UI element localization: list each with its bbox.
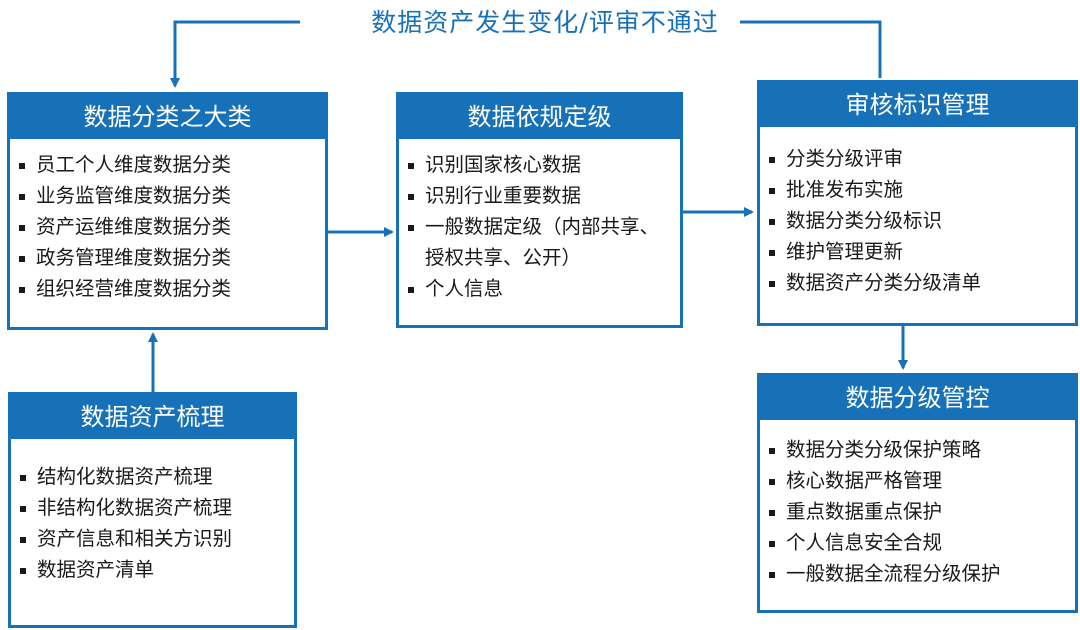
control-list: 数据分类分级保护策略 核心数据严格管理 重点数据重点保护 个人信息安全合规 一般… [760, 420, 1075, 589]
grading-box: 数据依规定级 识别国家核心数据 识别行业重要数据 一般数据定级（内部共享、授权共… [396, 92, 683, 328]
list-item: 资产运维维度数据分类 [16, 211, 325, 242]
list-item: 核心数据严格管理 [766, 465, 1075, 496]
list-item: 识别行业重要数据 [405, 180, 680, 211]
inventory-box-title: 数据资产梳理 [11, 395, 294, 439]
list-item: 员工个人维度数据分类 [16, 149, 325, 180]
review-box-title: 审核标识管理 [760, 83, 1075, 127]
list-item: 业务监管维度数据分类 [16, 180, 325, 211]
list-item: 数据资产清单 [17, 554, 294, 585]
list-item: 一般数据定级（内部共享、授权共享、公开） [405, 211, 665, 273]
list-item: 维护管理更新 [766, 236, 1075, 267]
classify-list: 员工个人维度数据分类 业务监管维度数据分类 资产运维维度数据分类 政务管理维度数… [10, 139, 325, 304]
review-list: 分类分级评审 批准发布实施 数据分类分级标识 维护管理更新 数据资产分类分级清单 [760, 127, 1075, 298]
classify-box-title: 数据分类之大类 [10, 95, 325, 139]
inventory-list: 结构化数据资产梳理 非结构化数据资产梳理 资产信息和相关方识别 数据资产清单 [11, 439, 294, 585]
grading-list: 识别国家核心数据 识别行业重要数据 一般数据定级（内部共享、授权共享、公开） 个… [399, 139, 680, 304]
feedback-arrow-left [170, 20, 300, 88]
list-item: 政务管理维度数据分类 [16, 242, 325, 273]
inventory-box: 数据资产梳理 结构化数据资产梳理 非结构化数据资产梳理 资产信息和相关方识别 数… [8, 392, 297, 628]
list-item: 资产信息和相关方识别 [17, 523, 294, 554]
list-item: 个人信息 [405, 273, 680, 304]
review-box: 审核标识管理 分类分级评审 批准发布实施 数据分类分级标识 维护管理更新 数据资… [757, 80, 1078, 326]
list-item: 批准发布实施 [766, 174, 1075, 205]
list-item: 识别国家核心数据 [405, 149, 680, 180]
feedback-arrow [740, 20, 882, 78]
classify-box: 数据分类之大类 员工个人维度数据分类 业务监管维度数据分类 资产运维维度数据分类… [7, 92, 328, 330]
list-item: 数据资产分类分级清单 [766, 267, 1075, 298]
list-item: 一般数据全流程分级保护 [766, 558, 1075, 589]
control-box-title: 数据分级管控 [760, 376, 1075, 420]
list-item: 结构化数据资产梳理 [17, 461, 294, 492]
control-box: 数据分级管控 数据分类分级保护策略 核心数据严格管理 重点数据重点保护 个人信息… [757, 373, 1078, 613]
feedback-label: 数据资产发生变化/评审不通过 [371, 8, 719, 37]
list-item: 重点数据重点保护 [766, 496, 1075, 527]
list-item: 分类分级评审 [766, 143, 1075, 174]
grading-box-title: 数据依规定级 [399, 95, 680, 139]
list-item: 非结构化数据资产梳理 [17, 492, 294, 523]
list-item: 个人信息安全合规 [766, 527, 1075, 558]
list-item: 数据分类分级保护策略 [766, 434, 1075, 465]
list-item: 组织经营维度数据分类 [16, 273, 325, 304]
list-item: 数据分类分级标识 [766, 205, 1075, 236]
